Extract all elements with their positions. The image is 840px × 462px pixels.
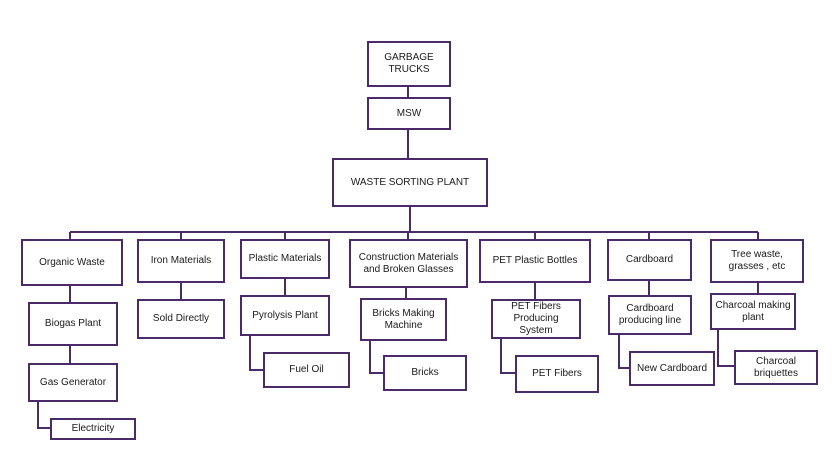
node-cardboard: Cardboard [607,239,692,281]
node-electricity: Electricity [50,418,136,440]
node-tree-waste: Tree waste, grasses , etc [710,239,804,283]
node-bricks-making-machine: Bricks Making Machine [360,298,447,341]
node-pet-plastic-bottles: PET Plastic Bottles [479,239,591,283]
node-plastic-materials: Plastic Materials [240,239,330,279]
node-organic-waste: Organic Waste [21,239,123,286]
node-garbage-trucks: GARBAGE TRUCKS [367,41,451,87]
connector-line-new [618,335,629,369]
node-gas-generator: Gas Generator [28,363,118,402]
node-pet-fibers: PET Fibers [515,355,599,393]
connector-system-fibers [500,339,515,374]
node-waste-sorting-plant: WASTE SORTING PLANT [332,158,488,207]
node-charcoal-briquettes: Charcoal briquettes [734,350,818,385]
node-cardboard-producing-line: Cardboard producing line [608,295,692,335]
node-msw: MSW [367,97,451,130]
node-biogas-plant: Biogas Plant [28,302,118,346]
node-pet-fibers-producing-system: PET Fibers Producing System [491,299,581,339]
node-iron-materials: Iron Materials [137,239,225,283]
node-construction-materials: Construction Materials and Broken Glasse… [349,239,468,288]
connector-charcoalplant-briquettes [717,330,734,367]
node-charcoal-making-plant: Charcoal making plant [710,293,796,330]
connector-gasgen-electricity [37,402,50,429]
node-fuel-oil: Fuel Oil [263,352,350,388]
node-sold-directly: Sold Directly [137,299,225,339]
connector-bricksmachine-bricks [369,341,383,374]
node-bricks: Bricks [383,355,467,391]
connector-pyrolysis-fueloil [249,336,263,371]
node-pyrolysis-plant: Pyrolysis Plant [240,295,330,336]
node-new-cardboard: New Cardboard [629,351,715,386]
